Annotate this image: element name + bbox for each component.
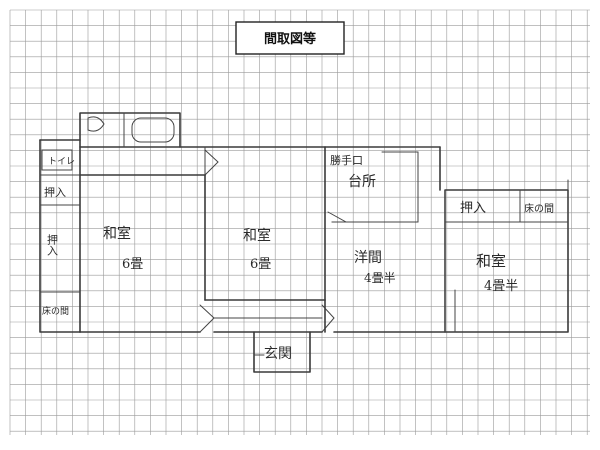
label-katteguchi: 勝手口 [330,153,363,167]
room-labels: トイレ 押入 押入 床の間 和室 6畳 和室 6畳 勝手口 台所 洋間 4畳半 … [42,153,554,362]
label-youma: 洋間 [354,250,382,266]
label-genkan: 玄関 [264,345,292,362]
label-youma-size: 4畳半 [364,271,396,285]
walls [39,112,569,373]
label-oshiire-left-top: 押入 [44,185,66,199]
label-toilet: トイレ [48,157,75,167]
label-daidokoro: 台所 [348,174,376,190]
label-tokonoma-right: 床の間 [524,202,554,215]
label-washitsu-b: 和室 [243,227,271,244]
label-washitsu-b-size: 6畳 [250,257,271,272]
label-washitsu-a: 和室 [103,225,131,242]
graph-paper-grid [9,9,590,435]
title-box: 間取図等 [235,21,345,55]
label-washitsu-c-size: 4畳半 [484,279,518,294]
label-oshiire-right: 押入 [460,201,486,216]
label-washitsu-c: 和室 [476,252,506,270]
label-tokonoma-left: 床の間 [42,305,69,317]
label-washitsu-a-size: 6畳 [122,257,143,272]
label-oshiire-left-mid: 押入 [46,233,59,256]
plan-title: 間取図等 [264,31,316,47]
